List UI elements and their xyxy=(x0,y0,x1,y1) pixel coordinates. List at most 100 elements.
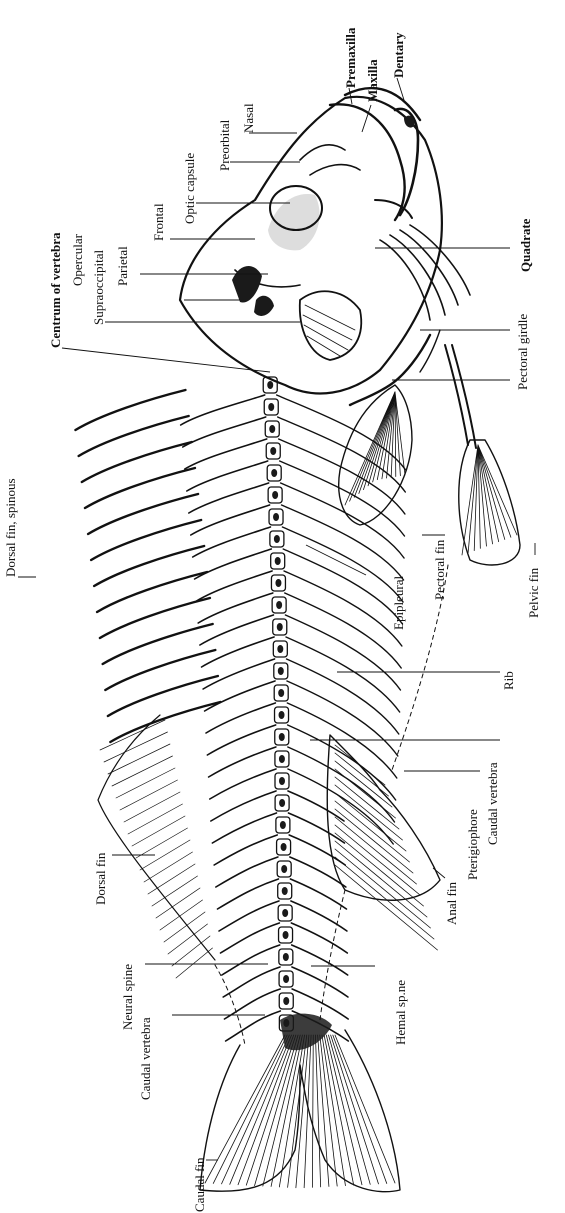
pelvic-ray xyxy=(468,445,478,553)
rib xyxy=(277,395,406,470)
vertebra-center xyxy=(278,667,284,675)
label-supraoccipital: Supraoccipital xyxy=(91,250,106,325)
dorsal-spine xyxy=(79,416,189,456)
label-hemal-spine: Hemal sp.ne xyxy=(393,980,408,1045)
anal-ray xyxy=(335,849,431,928)
pelvic-ray xyxy=(462,445,478,555)
vertebra-center xyxy=(268,403,274,411)
label-optic-capsule: Optic capsule xyxy=(182,153,197,224)
dorsal-spine xyxy=(103,624,213,664)
vertebra-center xyxy=(267,381,273,389)
pelvic-ray xyxy=(478,445,517,535)
caudal-ray xyxy=(331,1035,379,1184)
label-neural-spine: Neural spine xyxy=(120,964,135,1030)
dorsal-spine xyxy=(94,546,204,586)
soft-dorsal-ray xyxy=(136,828,188,858)
dorsal-spine xyxy=(88,494,198,534)
soft-dorsal-ray xyxy=(100,720,165,750)
soft-dorsal-ray xyxy=(152,876,198,906)
soft-dorsal-ray xyxy=(132,816,185,846)
pectoral-ray xyxy=(354,392,395,497)
label-dentary: Dentary xyxy=(391,32,406,78)
soft-dorsal-ray xyxy=(120,780,178,810)
anal-ray xyxy=(335,857,434,939)
label-caudal-vertebra-dorsal: Caudal vertebra xyxy=(138,1017,153,1100)
anal-fin-rays xyxy=(335,745,438,950)
anal-ray xyxy=(335,865,438,950)
caudal-ray xyxy=(230,1035,292,1184)
anal-ray xyxy=(335,745,385,785)
anal-ray xyxy=(335,817,417,884)
dorsal-spine xyxy=(82,442,192,482)
vertebra-center xyxy=(277,645,283,653)
neural-spine xyxy=(226,1011,281,1041)
vertebra-center xyxy=(273,513,279,521)
labels: Premaxilla Maxilla Dentary Preorbital Na… xyxy=(3,27,541,1212)
caudal-ray xyxy=(205,1035,285,1183)
label-pectoral-fin: Pectoral fin xyxy=(432,539,447,600)
label-pterigiophore: Pterigiophore xyxy=(465,809,480,880)
soft-dorsal-ray xyxy=(168,924,208,954)
soft-dorsal-ray xyxy=(160,900,203,930)
dorsal-fin-rays xyxy=(75,390,220,742)
caudal-ray xyxy=(222,1035,290,1184)
dorsal-spine xyxy=(105,650,215,690)
label-maxilla: Maxilla xyxy=(365,59,380,102)
soft-dorsal-ray xyxy=(108,744,170,774)
soft-dorsal-ray xyxy=(176,948,213,978)
label-premaxilla: Premaxilla xyxy=(343,27,358,88)
caudal-ray xyxy=(318,1035,329,1186)
soft-dorsal-ray xyxy=(172,936,210,966)
dorsal-spine xyxy=(97,572,207,612)
label-parietal: Parietal xyxy=(115,246,130,286)
label-pectoral-girdle: Pectoral girdle xyxy=(515,314,530,390)
pelvic-bone xyxy=(445,345,476,448)
vertebra-center xyxy=(271,469,277,477)
soft-dorsal-ray xyxy=(164,912,205,942)
label-quadrate: Quadrate xyxy=(518,218,533,272)
dorsal-spine xyxy=(91,520,201,560)
anal-ray xyxy=(335,841,427,917)
pectoral-fin-rays xyxy=(345,392,405,505)
label-dorsal-fin-spinous: Dorsal fin, spinous xyxy=(3,478,18,577)
vertebra-center xyxy=(283,931,289,939)
soft-dorsal-ray xyxy=(128,804,183,834)
label-caudal-vertebra-ventral: Caudal vertebra xyxy=(485,762,500,845)
vertebra-center xyxy=(283,975,289,983)
soft-dorsal-ray xyxy=(124,792,180,822)
label-caudal-fin: Caudal fin xyxy=(192,1157,207,1212)
label-opercular: Opercular xyxy=(70,233,85,286)
vertebra-center xyxy=(274,535,280,543)
soft-dorsal-ray xyxy=(148,864,195,894)
dorsal-spine xyxy=(110,702,220,742)
pectoral-ray xyxy=(359,392,395,493)
vertebra-center xyxy=(279,711,285,719)
pelvic-ray xyxy=(474,445,478,551)
dorsal-spine xyxy=(100,598,210,638)
vertebra-center xyxy=(282,887,288,895)
pelvic-fin-outline xyxy=(459,440,520,565)
dorsal-spine xyxy=(108,676,218,716)
vertebra-center xyxy=(278,689,284,697)
vertebra-center xyxy=(279,799,285,807)
vertebra-center xyxy=(270,447,276,455)
caudal-ray xyxy=(279,1035,304,1187)
label-dorsal-fin: Dorsal fin xyxy=(93,852,108,905)
spines-and-ribs xyxy=(181,395,406,1041)
soft-dorsal-ray xyxy=(112,756,173,786)
vertebra-center xyxy=(281,843,287,851)
caudal-ray xyxy=(322,1035,345,1186)
caudal-ray xyxy=(263,1035,300,1186)
anal-fin-outline xyxy=(327,735,440,900)
soft-dorsal-ray xyxy=(116,768,175,798)
pectoral-ray xyxy=(345,392,395,505)
label-centrum: Centrum of vertebra xyxy=(48,232,63,348)
label-anal-fin: Anal fin xyxy=(444,882,459,925)
soft-dorsal-fin-rays xyxy=(100,720,213,978)
vertebra-center xyxy=(279,777,285,785)
vertebra-center xyxy=(276,601,282,609)
vertebra-center xyxy=(272,491,278,499)
label-rib: Rib xyxy=(501,671,516,690)
vertebra-center xyxy=(269,425,275,433)
vertebra-center xyxy=(283,997,289,1005)
